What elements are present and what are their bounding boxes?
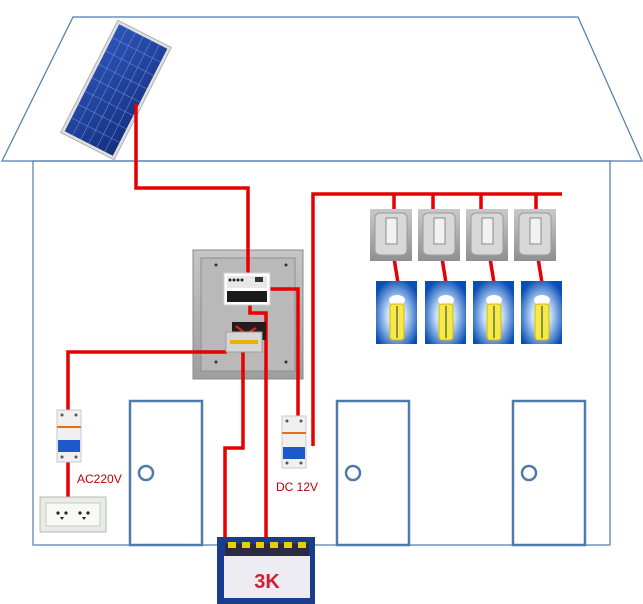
light-switch-3 xyxy=(466,209,508,261)
dc-voltage-label: DC 12V xyxy=(276,480,319,494)
inverter xyxy=(225,322,266,353)
lamp-1 xyxy=(376,281,417,344)
wire-solar-to-controller xyxy=(134,104,250,276)
door-left xyxy=(128,399,204,547)
charge-controller xyxy=(223,272,271,306)
door-middle xyxy=(335,399,411,547)
wire-inverter-to-battery xyxy=(223,350,245,545)
wire-inverter-to-ac-breaker xyxy=(66,350,227,412)
lamp-3 xyxy=(473,281,514,344)
house-roof xyxy=(1,16,643,162)
wire-controller-to-battery xyxy=(248,305,268,540)
ac-voltage-label: AC220V xyxy=(77,472,122,486)
door-knob xyxy=(520,464,538,482)
wire-controller-to-dc-breaker xyxy=(270,287,300,420)
wire-switch-to-lamp xyxy=(536,257,544,284)
house-wall xyxy=(32,160,611,546)
light-switch-4 xyxy=(514,209,556,261)
wire-switch-to-lamp xyxy=(440,257,448,284)
ac-circuit-breaker xyxy=(56,409,82,463)
wire-switch-to-lamp xyxy=(488,257,496,284)
battery-brand: 3K xyxy=(254,571,280,593)
lamp-2 xyxy=(425,281,466,344)
lamp-4 xyxy=(521,281,562,344)
light-switch-2 xyxy=(418,209,460,261)
ac-power-outlet xyxy=(39,496,107,533)
wire-dc-breaker-to-lamp-bus xyxy=(311,192,562,446)
battery: 3K xyxy=(217,537,315,604)
light-switch-1 xyxy=(370,209,412,261)
solar-panel xyxy=(59,19,173,161)
door-right xyxy=(511,399,587,547)
wire-switch-to-lamp xyxy=(392,257,400,284)
door-knob xyxy=(137,464,155,482)
wiring xyxy=(66,104,562,545)
dc-circuit-breaker xyxy=(281,415,307,469)
door-knob xyxy=(344,464,362,482)
